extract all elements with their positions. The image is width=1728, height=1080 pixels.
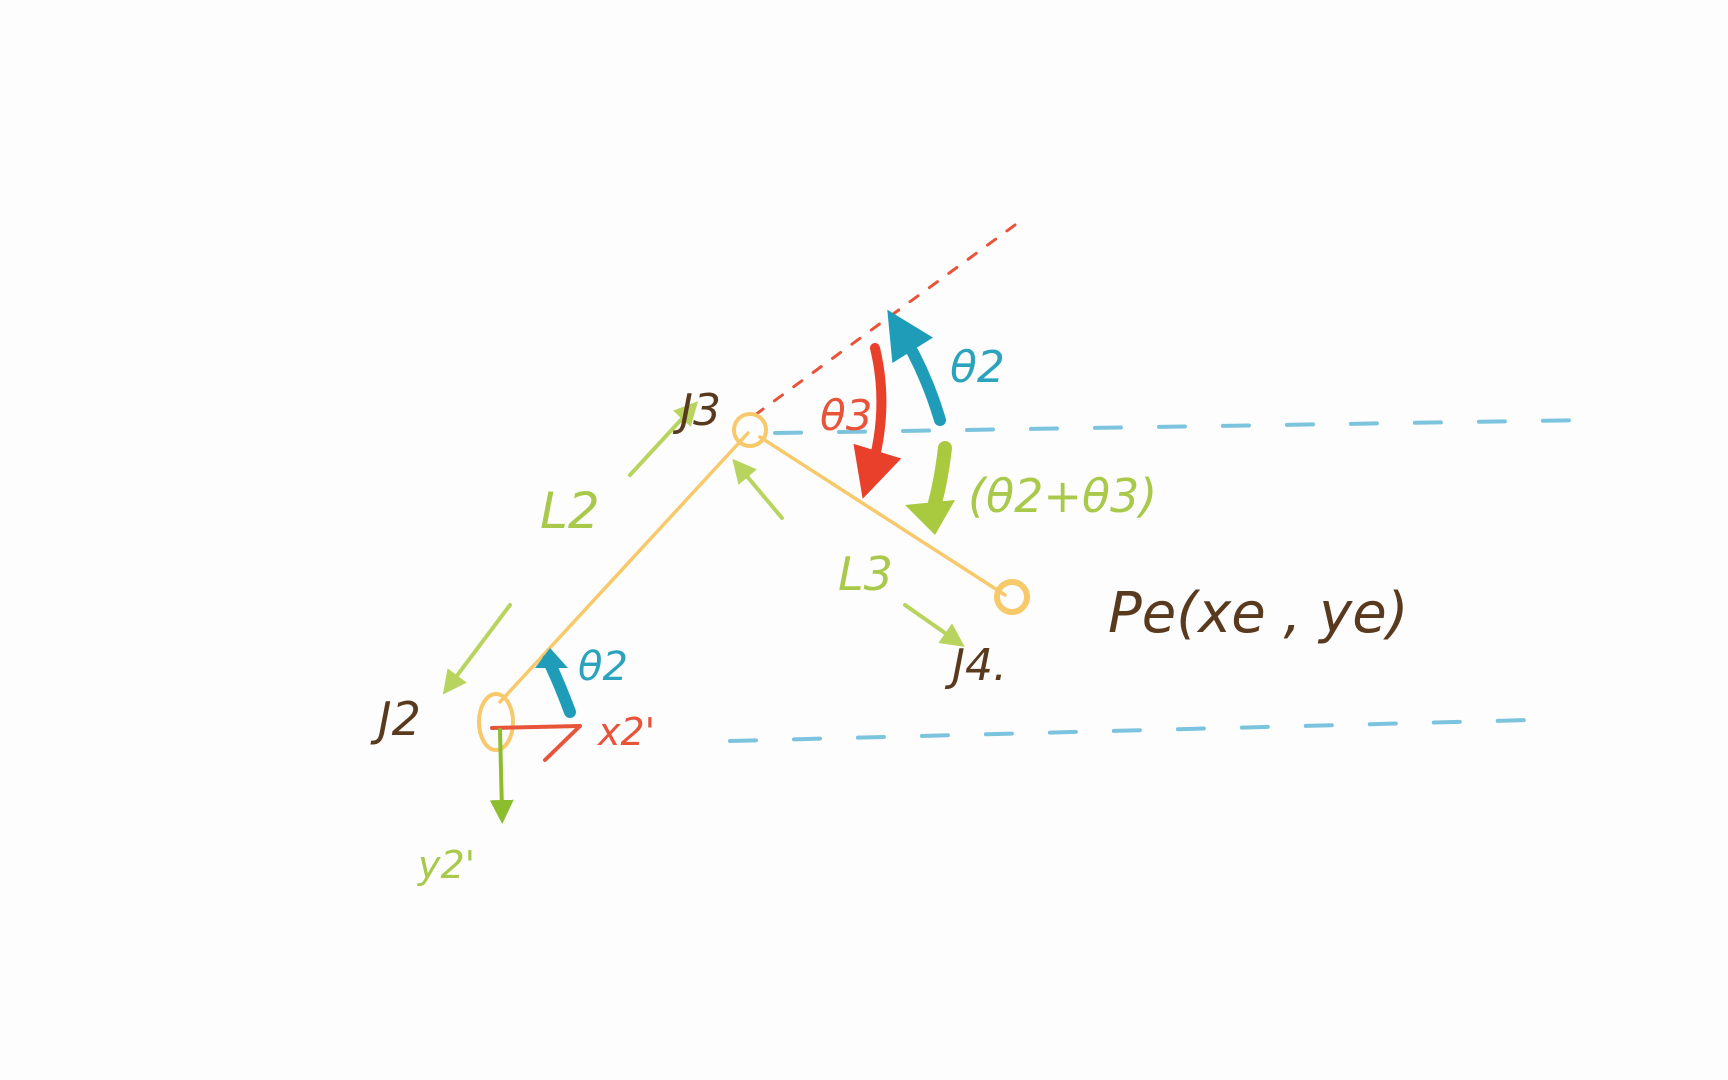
dashed-line-blue-upper xyxy=(773,418,1592,435)
label-end-effector: Pe(xe , ye) xyxy=(1108,581,1409,646)
x2-axis-arrow xyxy=(490,724,582,762)
L2-arrow-up xyxy=(628,401,699,477)
label-L3: L3 xyxy=(838,547,893,601)
dashed-line-red-extension xyxy=(753,223,1017,417)
label-x2-axis: x2' xyxy=(597,710,655,754)
theta2-bottom-arrow-head xyxy=(535,648,568,668)
theta3-arrow xyxy=(853,343,902,499)
theta2-plus-theta3-arrow-head xyxy=(905,500,955,535)
L3-arrow-down xyxy=(903,603,965,647)
label-L2: L2 xyxy=(540,482,600,540)
label-theta2-top: θ2 xyxy=(950,342,1005,393)
joint-J3 xyxy=(732,412,768,448)
joint-J2 xyxy=(477,692,515,752)
joint-J4 xyxy=(994,579,1030,615)
label-theta2-plus-theta3: (θ2+θ3) xyxy=(968,469,1157,523)
link-L3 xyxy=(758,435,1007,597)
y2-axis-arrow xyxy=(489,728,514,824)
label-theta3: θ3 xyxy=(820,391,872,440)
dashed-line-blue-lower xyxy=(728,718,1532,743)
label-theta2-bottom: θ2 xyxy=(578,644,628,690)
L2-arrow-down xyxy=(442,603,512,695)
L3-arrow-up xyxy=(732,458,784,520)
label-J3: J3 xyxy=(672,385,721,436)
link-L2 xyxy=(498,431,750,704)
label-y2-axis: y2' xyxy=(417,843,475,887)
theta2-top-arrow xyxy=(887,309,946,426)
label-J2: J2 xyxy=(370,692,421,746)
label-J4: J4. xyxy=(944,640,1007,691)
